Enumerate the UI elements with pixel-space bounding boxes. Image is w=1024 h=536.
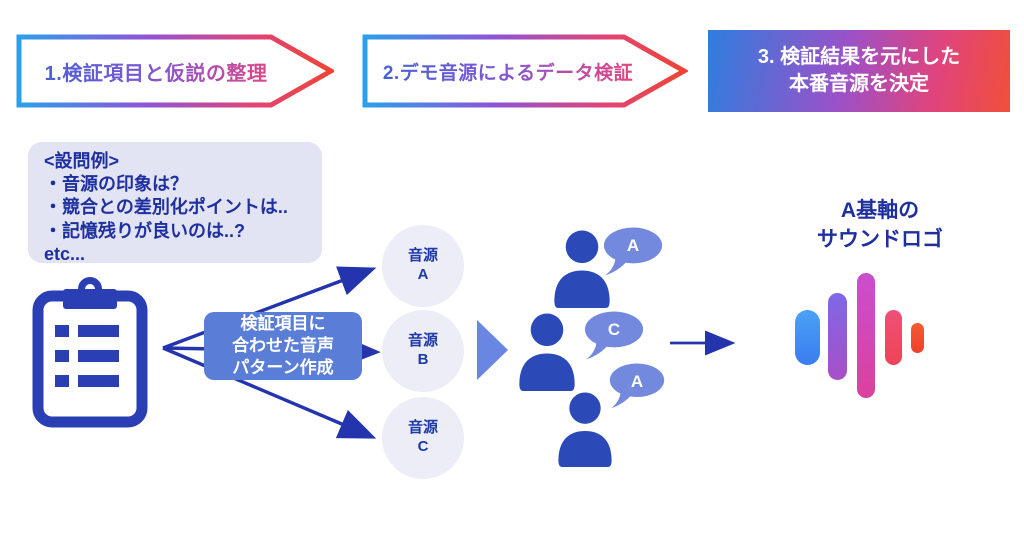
person-icon (519, 313, 575, 392)
arrow-banner-shape (362, 34, 688, 108)
speech-bubble-middle: C (583, 311, 645, 363)
person-icon (554, 230, 610, 309)
source-circle-b: 音源 B (382, 310, 464, 392)
speech-bubble-shape (603, 227, 663, 276)
person-icon (558, 392, 612, 468)
result-arrow (670, 330, 736, 356)
sound-bar-magenta (857, 273, 875, 398)
process-note-box: 検証項目に 合わせた音声 パターン作成 (204, 312, 362, 380)
step-banner-2: 2.デモ音源によるデータ検証 (362, 34, 688, 108)
question-item: ・競合との差別化ポイントは.. (44, 197, 288, 218)
source-a-label: 音源 (407, 247, 438, 265)
source-circle-a: 音源 A (382, 225, 464, 307)
question-etc: etc... (44, 243, 86, 264)
question-item: ・音源の印象は？ (44, 174, 188, 195)
question-title: <設問例> (44, 151, 120, 171)
sound-wave-logo (788, 268, 928, 402)
source-a-letter: A (417, 266, 429, 283)
step-1-label: 1.検証項目と仮説の整理 (16, 34, 334, 108)
play-icon (477, 320, 508, 380)
speech-bubble-shape (609, 363, 665, 409)
source-circle-c: 音源 C (382, 397, 464, 479)
sound-bar-pink (885, 310, 902, 365)
step-3-label-line2: 本番音源を決定 (789, 73, 929, 95)
sound-bar-orange (911, 323, 924, 353)
clipboard-icon (32, 277, 148, 428)
step-banner-1: 1.検証項目と仮説の整理 (16, 34, 334, 108)
result-title: A基軸の サウンドロゴ (795, 196, 965, 255)
source-b-letter: B (417, 351, 429, 368)
process-line1: 検証項目に (240, 313, 326, 333)
source-c-label: 音源 (407, 419, 438, 437)
speech-bubble-bottom: A (608, 363, 666, 411)
question-item: ・記憶残りが良いのは..? (44, 220, 245, 241)
result-title-line2: サウンドロゴ (817, 228, 943, 252)
process-line3: パターン作成 (232, 358, 334, 378)
sound-bar-blue (795, 310, 820, 365)
sound-bar-purple (828, 293, 847, 380)
step-banner-3: 3. 検証結果を元にした 本番音源を決定 (708, 30, 1010, 112)
arrow-banner-shape (16, 34, 334, 108)
bubble-letter: A (626, 236, 640, 255)
speech-bubble-shape (584, 311, 644, 360)
source-b-label: 音源 (407, 332, 438, 350)
bubble-letter: A (630, 372, 644, 391)
question-example-box: <設問例> ・音源の印象は？ ・競合との差別化ポイントは.. ・記憶残りが良いの… (28, 142, 322, 264)
step-3-label-line1: 3. 検証結果を元にした (757, 46, 961, 68)
bubble-letter: C (607, 320, 621, 339)
step-2-label: 2.デモ音源によるデータ検証 (362, 34, 688, 108)
result-title-line1: A基軸の (840, 199, 920, 222)
source-c-letter: C (417, 438, 429, 455)
process-line2: 合わせた音声 (232, 335, 334, 355)
speech-bubble-top: A (602, 227, 664, 279)
